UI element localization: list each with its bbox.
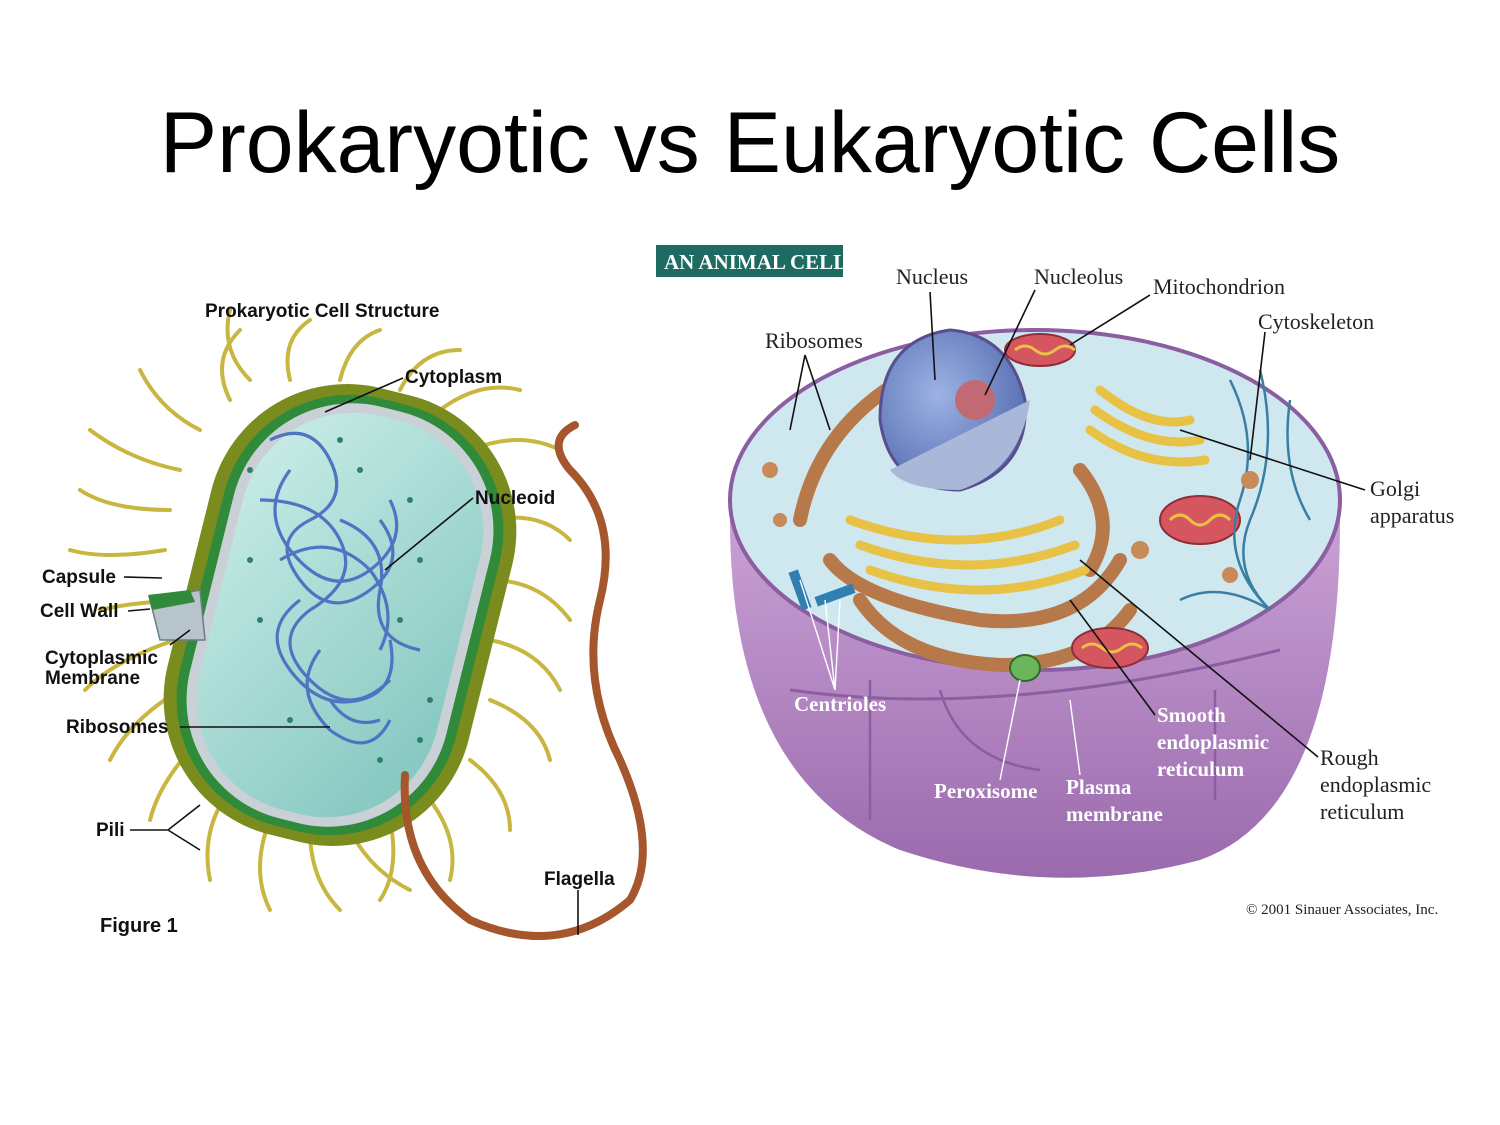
label-smooth-er-line2: endoplasmic bbox=[1157, 730, 1269, 754]
mitochondria bbox=[1004, 333, 1241, 669]
cytoplasm-area bbox=[196, 412, 484, 818]
label-membrane-line2: Membrane bbox=[45, 668, 140, 689]
label-membrane-line1: Cytoplasmic bbox=[45, 648, 158, 669]
label-centrioles: Centrioles bbox=[794, 692, 886, 716]
label-plasma-membrane-line2: membrane bbox=[1066, 802, 1163, 826]
prokaryote-ribosomes bbox=[247, 437, 433, 763]
flagellum bbox=[400, 421, 647, 940]
peroxisome bbox=[1009, 654, 1041, 682]
label-cytoplasm: Cytoplasm bbox=[405, 367, 502, 388]
label-rough-er-line1: Rough bbox=[1320, 745, 1379, 770]
label-ribosomes-prok: Ribosomes bbox=[66, 717, 168, 738]
label-mitochondrion: Mitochondrion bbox=[1153, 274, 1285, 299]
copyright-notice: © 2001 Sinauer Associates, Inc. bbox=[1246, 902, 1438, 918]
label-plasma-membrane-line1: Plasma bbox=[1066, 775, 1132, 799]
nucleolus bbox=[955, 380, 995, 420]
label-nucleus: Nucleus bbox=[896, 264, 968, 289]
label-rough-er-line2: endoplasmic bbox=[1320, 772, 1431, 797]
label-ribosomes-euk: Ribosomes bbox=[765, 328, 863, 353]
label-cell-wall: Cell Wall bbox=[40, 601, 118, 622]
label-capsule: Capsule bbox=[42, 567, 116, 588]
prokaryote-heading: Prokaryotic Cell Structure bbox=[205, 301, 439, 322]
label-smooth-er-line1: Smooth bbox=[1157, 703, 1226, 727]
label-flagella: Flagella bbox=[544, 869, 615, 890]
figure-caption: Figure 1 bbox=[100, 915, 178, 937]
cell-wall-cutaway-edge bbox=[148, 590, 195, 610]
label-smooth-er-line3: reticulum bbox=[1157, 757, 1245, 781]
eukaryote-diagram: AN ANIMAL CELL bbox=[656, 245, 1454, 918]
label-cytoskeleton: Cytoskeleton bbox=[1258, 309, 1374, 334]
golgi-stacks bbox=[845, 385, 1210, 595]
label-nucleolus: Nucleolus bbox=[1034, 264, 1123, 289]
label-golgi-line1: Golgi bbox=[1370, 476, 1420, 501]
animal-cell-badge bbox=[656, 245, 843, 277]
label-pili: Pili bbox=[96, 820, 125, 841]
label-peroxisome: Peroxisome bbox=[934, 779, 1037, 803]
label-nucleoid: Nucleoid bbox=[475, 488, 555, 509]
animal-cell-badge-text: AN ANIMAL CELL bbox=[664, 250, 847, 274]
label-rough-er-line3: reticulum bbox=[1320, 799, 1404, 824]
slide-title: Prokaryotic vs Eukaryotic Cells bbox=[159, 95, 1341, 191]
label-golgi-line2: apparatus bbox=[1370, 503, 1454, 528]
nucleus-cut bbox=[890, 400, 1030, 490]
nucleoid-dna bbox=[259, 431, 421, 745]
vesicles bbox=[762, 462, 1259, 583]
prokaryote-diagram: Prokaryotic Cell Structure Cytoplasm Nuc… bbox=[40, 301, 647, 940]
